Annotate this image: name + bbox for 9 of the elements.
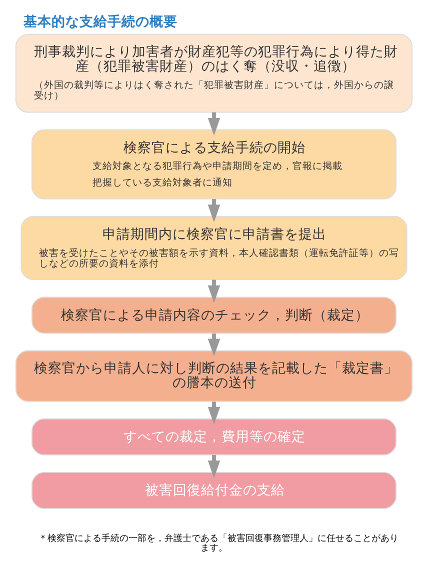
label: ＊検察官による手続の一部を，弁護士である「被害回復事務管理人」に任せることがあります。 — [38, 534, 398, 554]
node-box: 検察官による申請内容のチェック，判断（裁定） — [30, 296, 396, 334]
diagram-title: 基本的な支給手続の概要 — [23, 14, 178, 30]
node-box: 刑事裁判により加害者が財産犯等の犯罪行為により得た財産（犯罪被害財産）のはく奪（没収・追徴） （外国の裁判等によりはく奪された「犯罪被害財産」については，外国からの譲受け） — [14, 34, 412, 113]
node-box: すべての裁定，費用等の確定 — [30, 418, 396, 456]
node-box: 被害回復給付金の支給 — [30, 472, 396, 509]
node-box: 検察官から申請人に対し判断の結果を記載した「裁定書」の謄本の送付 — [14, 350, 412, 402]
node-box: 検察官による支給手続の開始 支給対象となる犯罪行為や申請期間を定め，官報に掲載 把握している支給対象者に通知 — [30, 129, 396, 200]
node-box: 申請期間内に検察官に申請書を提出 被害を受けたことやその被害額を示す資料，本人確認書類（運転免許証等）の写しなどの所要の資料を添付 — [20, 216, 407, 280]
